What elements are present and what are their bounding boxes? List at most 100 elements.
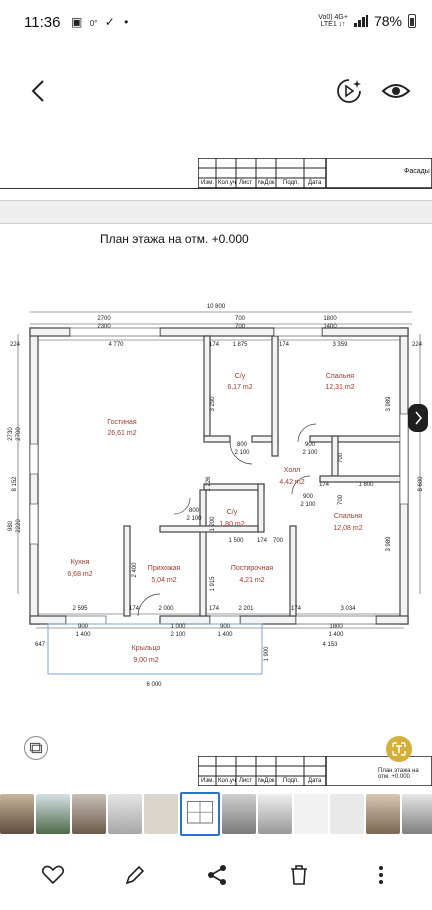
edit-button[interactable] (122, 862, 148, 888)
svg-text:800: 800 (189, 508, 200, 514)
pencil-icon (125, 865, 145, 885)
action-bar (0, 846, 432, 910)
tb2-izm: Изм. (201, 778, 214, 784)
battery-percentage: 78% (373, 13, 402, 29)
svg-text:2 100: 2 100 (300, 502, 316, 508)
svg-text:2730: 2730 (8, 427, 14, 441)
svg-text:3 989: 3 989 (386, 536, 392, 552)
overall-width-dim: 10 800 (207, 304, 226, 310)
svg-text:1400: 1400 (323, 324, 337, 330)
share-button[interactable] (204, 862, 230, 888)
svg-text:1,80 m2: 1,80 m2 (219, 521, 244, 528)
svg-text:Холл: Холл (284, 467, 301, 474)
battery-icon (408, 14, 416, 28)
svg-text:Спальня: Спальня (334, 513, 362, 520)
delete-button[interactable] (286, 862, 312, 888)
thumbnail[interactable] (330, 794, 364, 834)
svg-text:2300: 2300 (97, 324, 111, 330)
svg-text:174: 174 (279, 342, 290, 348)
svg-text:1 800: 1 800 (358, 482, 374, 488)
network-indicator: Vo0) 4G+ LTE1 ↓↑ (318, 14, 348, 28)
thumbnail[interactable] (402, 794, 432, 834)
tb-izm: Изм. (201, 180, 214, 186)
svg-text:2 100: 2 100 (170, 632, 186, 638)
svg-text:1 400: 1 400 (75, 632, 91, 638)
svg-text:2220: 2220 (16, 519, 22, 533)
svg-text:174: 174 (257, 538, 268, 544)
play-icon (337, 79, 361, 103)
text-extract-button[interactable] (386, 736, 412, 762)
svg-text:900: 900 (78, 624, 89, 630)
dot-icon: • (124, 15, 129, 29)
thumbnail-selected[interactable] (180, 792, 220, 836)
tb2-ndok: №Док (258, 778, 275, 784)
svg-text:2 000: 2 000 (158, 606, 174, 612)
more-options-button[interactable] (368, 862, 394, 888)
trash-icon (291, 865, 307, 885)
svg-text:700: 700 (273, 538, 284, 544)
thumbnail[interactable] (144, 794, 178, 834)
svg-text:3 290: 3 290 (210, 396, 216, 412)
tb-kol: Кол.уч (218, 180, 236, 186)
chevron-left-icon (31, 80, 44, 102)
svg-text:1 875: 1 875 (232, 342, 248, 348)
svg-text:2700: 2700 (97, 316, 111, 322)
tb-data: Дата (308, 180, 322, 186)
svg-text:2 100: 2 100 (186, 516, 202, 522)
thumbnail[interactable] (36, 794, 70, 834)
heart-icon (41, 865, 65, 885)
remaster-button[interactable] (334, 76, 364, 106)
gallery-view-button[interactable] (24, 736, 48, 760)
signal-icon (353, 15, 368, 27)
document-image[interactable]: Изм. Кол.уч Лист №Док Подп. Дата Фасады … (0, 126, 432, 790)
svg-text:1800: 1800 (323, 316, 337, 322)
page-border (0, 188, 432, 189)
svg-text:1 400: 1 400 (217, 632, 233, 638)
system-status: Vo0) 4G+ LTE1 ↓↑ 78% (318, 13, 416, 29)
tb2-podp: Подп. (283, 778, 299, 784)
svg-text:9,00 m2: 9,00 m2 (133, 657, 158, 664)
more-vertical-icon (379, 866, 383, 884)
svg-text:26,61 m2: 26,61 m2 (107, 430, 136, 437)
back-button[interactable] (24, 76, 54, 106)
thumbnail[interactable] (366, 794, 400, 834)
page-gap (0, 200, 432, 224)
svg-text:Кухня: Кухня (71, 559, 90, 566)
svg-text:Постирочная: Постирочная (231, 565, 274, 572)
svg-text:900: 900 (220, 624, 231, 630)
viewer-toolbar (0, 46, 432, 126)
tb-podp: Подп. (283, 180, 299, 186)
notification-icons: ▣ 0° ✓ • (71, 15, 128, 29)
svg-text:700: 700 (338, 452, 344, 463)
thumbnail[interactable] (294, 794, 328, 834)
svg-text:3 989: 3 989 (386, 396, 392, 412)
thumbnail[interactable] (72, 794, 106, 834)
svg-text:900: 900 (305, 442, 316, 448)
svg-text:Спальня: Спальня (326, 373, 354, 380)
svg-text:700: 700 (338, 494, 344, 505)
svg-text:1 000: 1 000 (170, 624, 186, 630)
svg-text:224: 224 (412, 342, 423, 348)
svg-text:С/у: С/у (235, 373, 246, 380)
thumbnail[interactable] (222, 794, 256, 834)
svg-text:700: 700 (235, 324, 246, 330)
plan-title: План этажа на отм. +0.000 (100, 232, 249, 246)
svg-text:2 100: 2 100 (234, 450, 250, 456)
sheet-name-facades: Фасады (404, 168, 430, 175)
thumbnail[interactable] (108, 794, 142, 834)
svg-text:980: 980 (8, 520, 14, 531)
thumbnail[interactable] (258, 794, 292, 834)
network-top-label: Vo0) 4G+ (318, 14, 348, 21)
floor-plan-drawing: 10 800 2700 2300 700 700 1800 1400 4 770… (8, 304, 428, 688)
view-button[interactable] (380, 76, 412, 106)
favorite-button[interactable] (40, 862, 66, 888)
thumbnail[interactable] (0, 794, 34, 834)
svg-text:Крыльцо: Крыльцо (132, 645, 161, 652)
svg-text:1 200: 1 200 (210, 516, 216, 532)
svg-text:3 034: 3 034 (340, 606, 356, 612)
svg-text:1 500: 1 500 (228, 538, 244, 544)
top-title-block: Изм. Кол.уч Лист №Док Подп. Дата (197, 157, 432, 189)
svg-text:900: 900 (303, 494, 314, 500)
svg-text:1800: 1800 (329, 624, 343, 630)
svg-text:2700: 2700 (16, 427, 22, 441)
